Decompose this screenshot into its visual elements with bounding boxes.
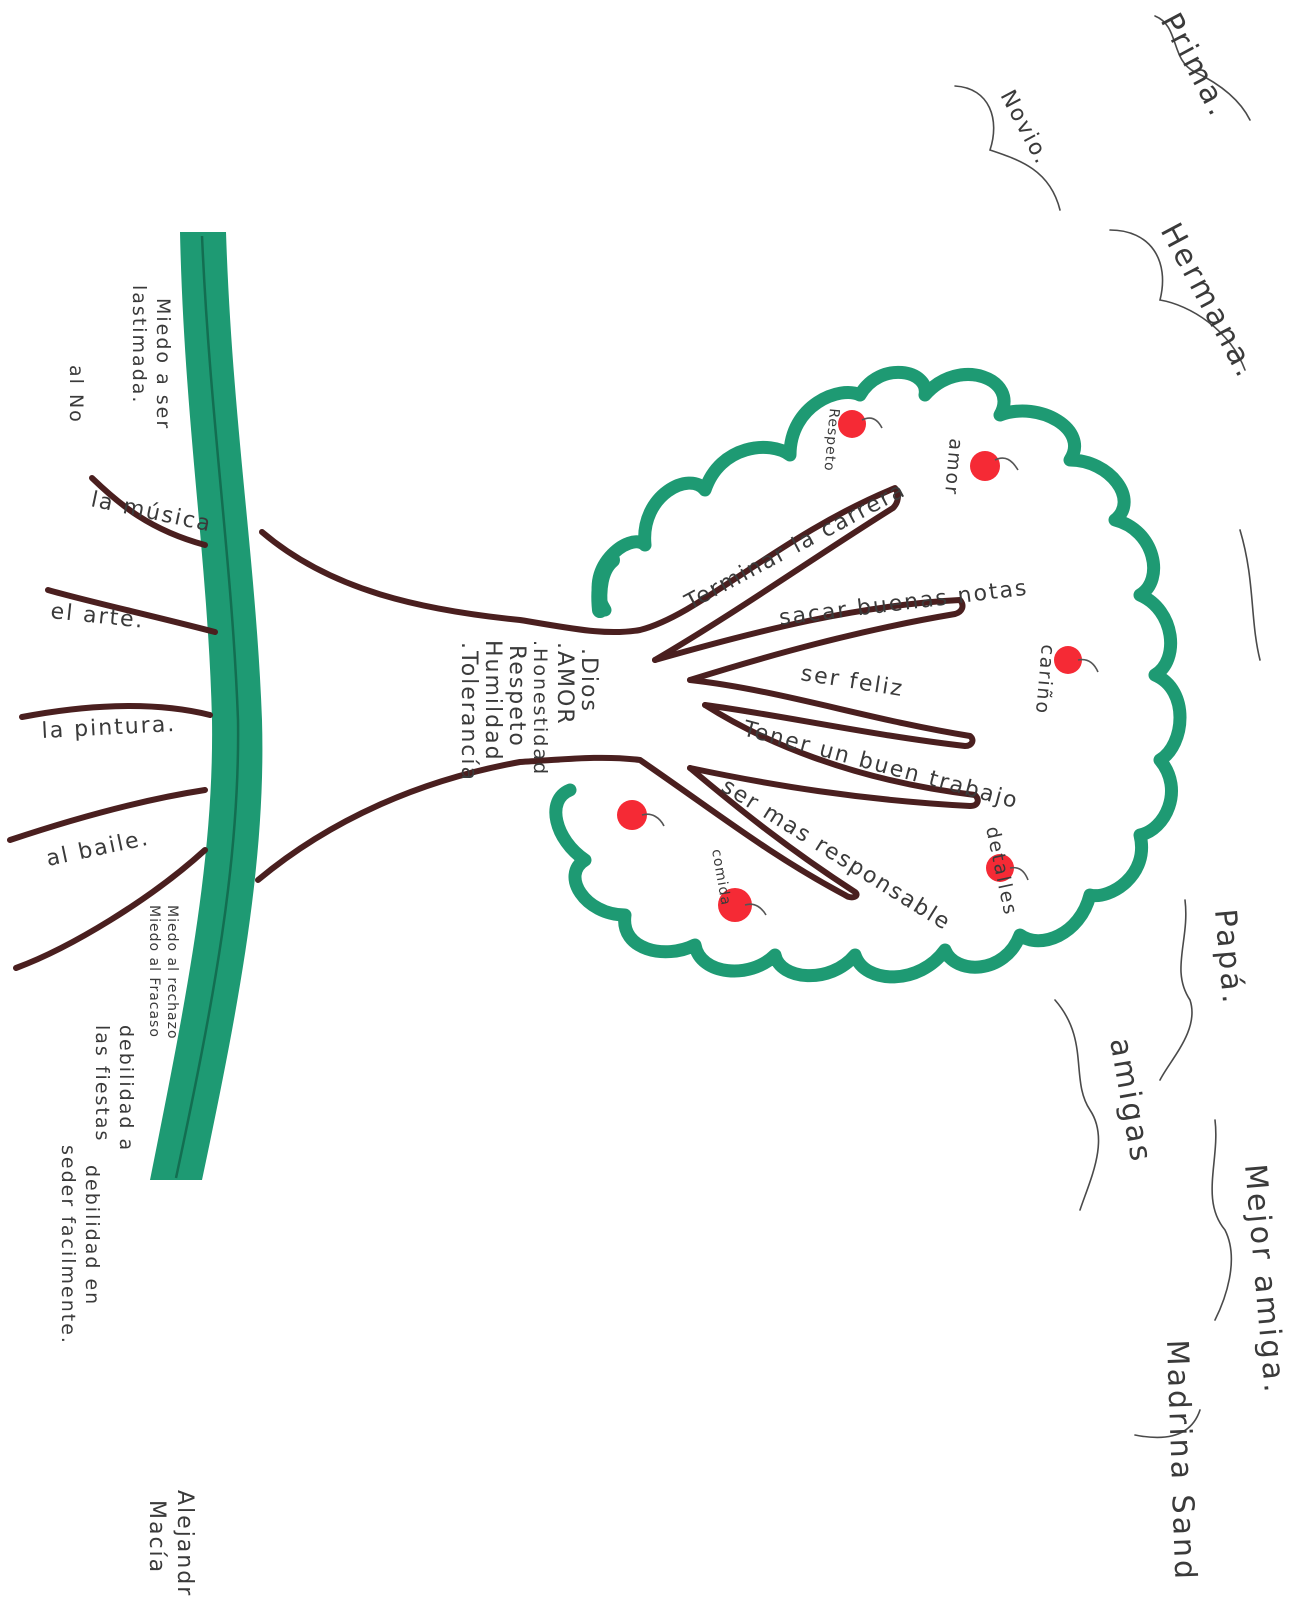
relation-label: Madrina Sand xyxy=(1159,1339,1202,1582)
root-label: la pintura. xyxy=(41,712,177,744)
fear-line: Miedo al rechazo xyxy=(164,905,180,1040)
goal-label: ser feliz xyxy=(799,661,906,702)
relation-label: amigas xyxy=(1102,1035,1159,1166)
root-label: el arte. xyxy=(49,599,145,634)
fear-line: las fiestas xyxy=(91,1025,113,1142)
fear-note: Miedo a ser lastimada. xyxy=(128,285,174,430)
relations-clouds xyxy=(955,16,1260,1437)
value-item: .Tolerancía xyxy=(456,642,481,782)
fear-line: Miedo al Fracaso xyxy=(146,905,162,1038)
relations-labels: Prima. Novio. Hermana. Papá. amigas Mejo… xyxy=(995,7,1292,1582)
fears-labels: Miedo a ser lastimada. al No Miedo al re… xyxy=(57,285,180,1345)
apple xyxy=(1054,646,1098,674)
value-item: .Dios xyxy=(576,648,601,713)
value-item: .AMOR xyxy=(552,642,577,726)
fear-note: debilidad a las fiestas xyxy=(91,1025,137,1152)
fear-line: seder facilmente. xyxy=(57,1145,79,1345)
fear-line: lastimada. xyxy=(128,285,150,404)
signature-line: Alejandr xyxy=(172,1490,197,1597)
value-item: Humildad xyxy=(480,640,505,762)
cloud-fragment xyxy=(1240,530,1260,660)
fear-line: debilidad en xyxy=(81,1165,103,1306)
fear-line: debilidad a xyxy=(115,1025,137,1152)
relation-label: Hermana. xyxy=(1153,217,1264,385)
fruit-label: cariño xyxy=(1031,644,1059,717)
goal-label: ser mas responsable xyxy=(717,774,956,936)
fruit-label: Respeto xyxy=(820,408,841,473)
signature: Alejandr Macía xyxy=(144,1490,197,1597)
fruit-label: amor xyxy=(940,438,967,497)
fear-line: Miedo a ser xyxy=(152,298,174,430)
value-item: .Honestidad xyxy=(529,640,551,776)
root-labels: la música el arte. la pintura. al baile. xyxy=(41,487,214,871)
fear-line: al No xyxy=(65,365,87,424)
canopy-edge xyxy=(599,560,612,610)
cloud-papa xyxy=(1160,900,1192,1080)
root-label: la música xyxy=(89,487,215,537)
apple xyxy=(970,451,1018,481)
relation-label: Papá. xyxy=(1207,908,1250,1008)
root-4 xyxy=(10,790,205,840)
relation-label: Mejor amiga. xyxy=(1237,1163,1292,1397)
cloud-amigas xyxy=(1055,1000,1099,1210)
root-label: al baile. xyxy=(44,826,152,872)
apple xyxy=(617,800,664,830)
relation-label: Prima. xyxy=(1153,7,1237,124)
value-item: Respeto xyxy=(504,645,529,748)
fear-note: Miedo al rechazo Miedo al Fracaso xyxy=(146,905,180,1040)
relation-label: Novio. xyxy=(995,86,1055,169)
branch-1 xyxy=(262,488,898,660)
fear-note: debilidad en seder facilmente. xyxy=(57,1145,103,1345)
cloud-mejor-amiga xyxy=(1212,1120,1231,1320)
signature-line: Macía xyxy=(144,1500,169,1574)
apple xyxy=(838,410,882,438)
fruit-label: comida xyxy=(708,848,734,907)
